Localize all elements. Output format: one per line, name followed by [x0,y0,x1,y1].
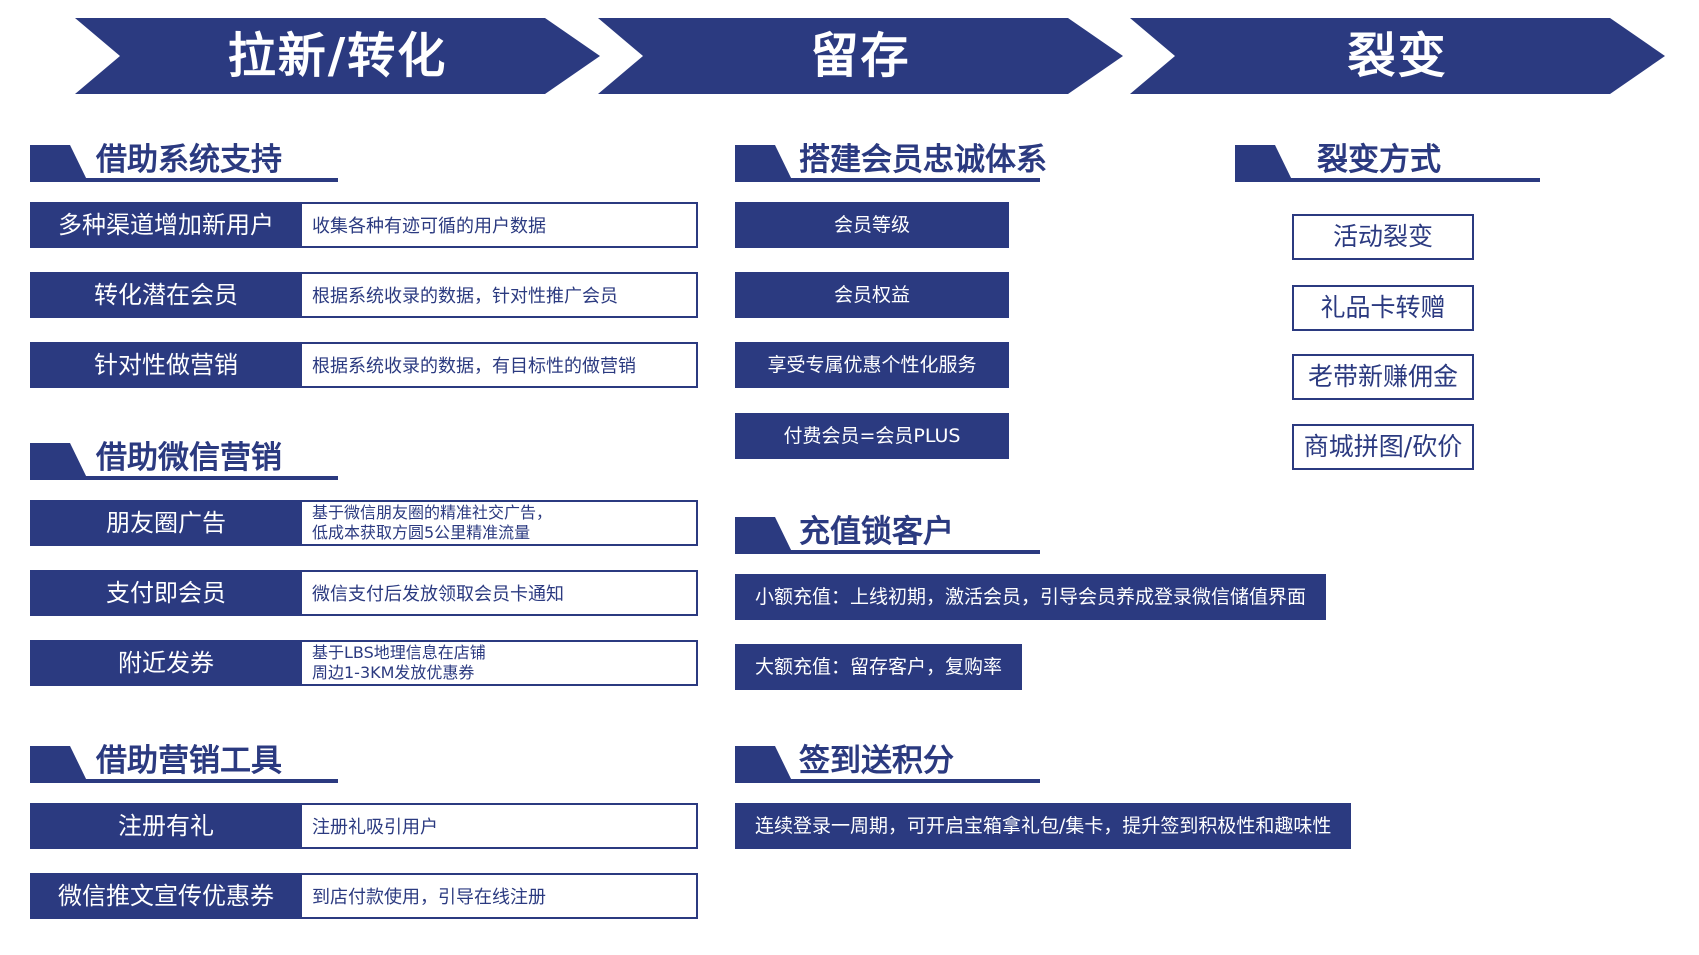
chevron-shape [75,18,600,94]
item-label: 微信推文宣传优惠券 [30,873,302,919]
item-label: 支付即会员 [30,570,302,616]
item-description: 到店付款使用，引导在线注册 [302,873,698,919]
heading-underline [1235,178,1540,182]
list-item: 附近发券 基于LBS地理信息在店铺 周边1-3KM发放优惠券 [30,640,698,686]
recharge-item: 小额充值：上线初期，激活会员，引导会员养成登录微信储值界面 [735,574,1327,620]
section-title: 借助营销工具 [96,743,282,779]
section-title: 签到送积分 [799,743,954,779]
section-heading-wechat-marketing: 借助微信营销 [30,440,338,480]
loyalty-item: 会员权益 [735,272,1009,318]
heading-marker [30,746,88,783]
heading-marker [30,443,88,480]
loyalty-item: 付费会员=会员PLUS [735,413,1009,459]
section-heading-fission: 裂变方式 [1235,142,1540,182]
section-heading-checkin: 签到送积分 [735,743,1040,783]
item-label: 转化潜在会员 [30,272,302,318]
heading-underline [735,178,1040,182]
section-heading-loyalty: 搭建会员忠诚体系 [735,142,1047,182]
description-line: 基于微信朋友圈的精准社交广告， [312,503,553,522]
loyalty-item: 享受专属优惠个性化服务 [735,342,1009,388]
description-line: 周边1-3KM发放优惠券 [312,663,475,682]
loyalty-item: 会员等级 [735,202,1009,248]
item-description: 基于LBS地理信息在店铺 周边1-3KM发放优惠券 [302,640,698,686]
heading-underline [30,779,338,783]
item-label: 附近发券 [30,640,302,686]
stage-chevron-fission: 裂变 [1130,18,1665,94]
item-description: 注册礼吸引用户 [302,803,698,849]
item-description: 根据系统收录的数据，有目标性的做营销 [302,342,698,388]
stage-title: 留存 [810,28,911,84]
heading-marker [30,145,88,182]
item-label: 多种渠道增加新用户 [30,202,302,248]
item-description: 基于微信朋友圈的精准社交广告， 低成本获取方圆5公里精准流量 [302,500,698,546]
item-label: 朋友圈广告 [30,500,302,546]
stage-chevron-retention: 留存 [598,18,1123,94]
stage-title: 裂变 [1347,28,1448,84]
heading-underline [735,550,1040,554]
description-line: 基于LBS地理信息在店铺 [312,643,486,662]
section-title: 借助微信营销 [96,440,282,476]
stage-chevron-acquisition: 拉新/转化 [75,18,600,94]
list-item: 转化潜在会员 根据系统收录的数据，针对性推广会员 [30,272,698,318]
heading-underline [30,178,338,182]
list-item: 支付即会员 微信支付后发放领取会员卡通知 [30,570,698,616]
list-item: 针对性做营销 根据系统收录的数据，有目标性的做营销 [30,342,698,388]
checkin-item: 连续登录一周期，可开启宝箱拿礼包/集卡，提升签到积极性和趣味性 [735,803,1352,849]
section-heading-system-support: 借助系统支持 [30,142,338,182]
item-label: 注册有礼 [30,803,302,849]
item-description: 微信支付后发放领取会员卡通知 [302,570,698,616]
fission-item: 商城拼图/砍价 [1292,424,1474,470]
chevron-shape [598,18,1123,94]
list-item: 多种渠道增加新用户 收集各种有迹可循的用户数据 [30,202,698,248]
list-item: 微信推文宣传优惠券 到店付款使用，引导在线注册 [30,873,698,919]
item-description: 根据系统收录的数据，针对性推广会员 [302,272,698,318]
item-description: 收集各种有迹可循的用户数据 [302,202,698,248]
section-title: 借助系统支持 [96,142,282,178]
section-title: 搭建会员忠诚体系 [799,142,1047,178]
fission-item: 礼品卡转赠 [1292,285,1474,331]
item-label: 针对性做营销 [30,342,302,388]
list-item: 注册有礼 注册礼吸引用户 [30,803,698,849]
list-item: 朋友圈广告 基于微信朋友圈的精准社交广告， 低成本获取方圆5公里精准流量 [30,500,698,546]
section-heading-marketing-tools: 借助营销工具 [30,743,338,783]
fission-item: 老带新赚佣金 [1292,354,1474,400]
section-heading-recharge: 充值锁客户 [735,514,1040,554]
heading-marker [735,145,793,182]
heading-marker [1235,145,1293,182]
stage-title: 拉新/转化 [227,28,448,84]
heading-underline [735,779,1040,783]
chevron-shape [1130,18,1665,94]
fission-item: 活动裂变 [1292,214,1474,260]
description-line: 低成本获取方圆5公里精准流量 [312,523,531,542]
heading-marker [735,746,793,783]
heading-marker [735,517,793,554]
heading-underline [30,476,338,480]
recharge-item: 大额充值：留存客户，复购率 [735,644,1023,690]
section-title: 裂变方式 [1317,142,1441,178]
section-title: 充值锁客户 [799,514,954,550]
